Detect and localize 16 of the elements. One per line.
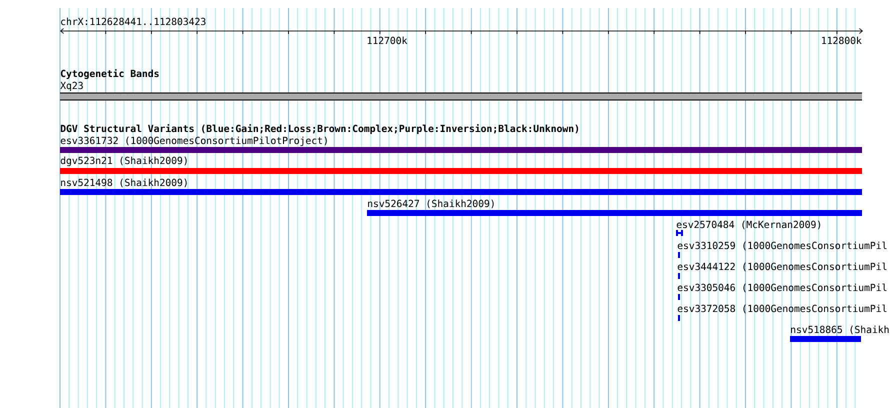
feature-label: dgv523n21 (Shaikh2009) bbox=[60, 156, 187, 166]
feature-label: esv3305046 (1000GenomesConsortiumPil bbox=[678, 284, 886, 292]
feature-label: Xq23 bbox=[60, 82, 83, 92]
feature-label: esv3444122 (1000GenomesConsortiumPil bbox=[678, 262, 886, 272]
feature-label: esv3310259 (1000GenomesConsortiumPil bbox=[678, 242, 886, 250]
feature-label: esv3372058 (1000GenomesConsortiumPil bbox=[678, 304, 886, 314]
tick-label: 112800k bbox=[822, 36, 862, 44]
track-heading: DGV Structural Variants (Blue:Gain;Red:Loss;Brown:Complex;Purple:Inversion;Black:Unknown) bbox=[60, 124, 578, 134]
feature-label: nsv518865 (Shaikh bbox=[791, 326, 889, 334]
coordinate-label: chrX:112628441..112803423 bbox=[61, 18, 206, 26]
feature-label: nsv526427 (Shaikh2009) bbox=[368, 200, 494, 208]
feature-label: nsv521498 (Shaikh2009) bbox=[61, 178, 187, 188]
feature-label: esv3361732 (1000GenomesConsortiumPilotProject) bbox=[60, 136, 327, 146]
track-heading: Cytogenetic Bands bbox=[60, 69, 159, 79]
tick-label: 112700k bbox=[368, 36, 408, 44]
feature-label: esv2570484 (McKernan2009) bbox=[676, 220, 820, 230]
